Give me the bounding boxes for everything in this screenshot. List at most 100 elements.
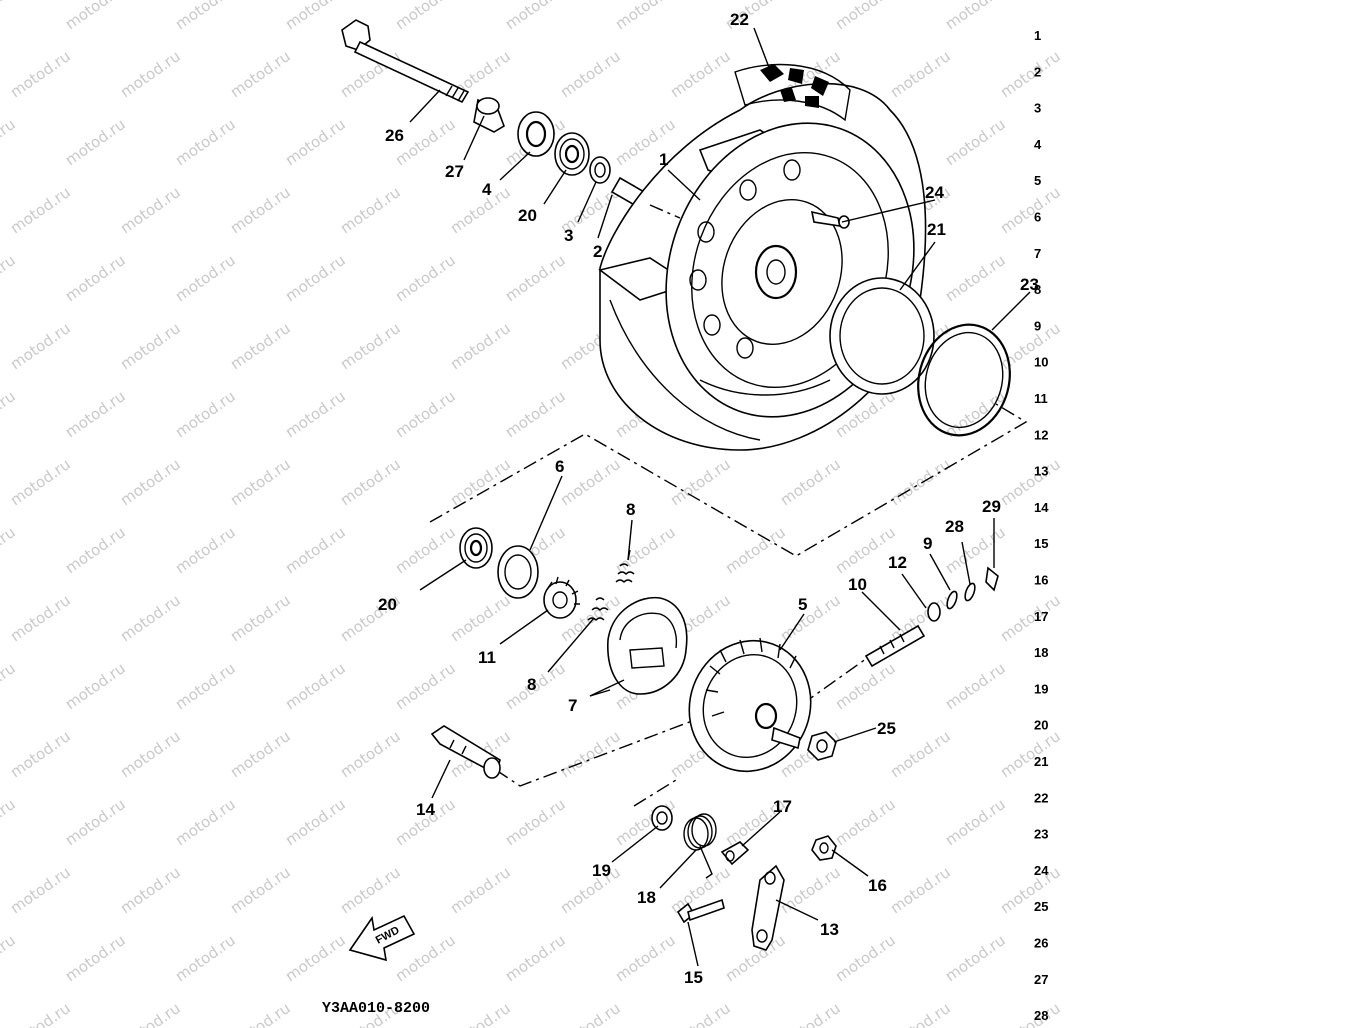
circlip-9: [946, 590, 958, 610]
fwd-arrow: FWD: [348, 914, 416, 962]
label-4: 4: [482, 180, 492, 199]
watermark-text: motod.ru: [557, 863, 624, 917]
watermark-text: motod.ru: [447, 319, 514, 373]
label-11: 11: [478, 648, 496, 667]
watermark-text: motod.ru: [997, 999, 1064, 1028]
watermark-text: motod.ru: [227, 591, 294, 645]
oil-seal-4: [517, 111, 555, 157]
watermark-text: motod.ru: [502, 251, 569, 305]
watermark-text: motod.ru: [117, 183, 184, 237]
washer-12: [927, 602, 941, 622]
row-number: 27: [1034, 972, 1048, 987]
row-number: 24: [1034, 863, 1049, 878]
label-28: 28: [945, 517, 964, 536]
watermark-text: motod.ru: [282, 251, 349, 305]
watermark-text: motod.ru: [997, 183, 1064, 237]
watermark-text: motod.ru: [227, 319, 294, 373]
pin-29: [985, 566, 999, 592]
watermark-text: motod.ru: [612, 523, 679, 577]
watermark-text: motod.ru: [392, 251, 459, 305]
watermark-text: motod.ru: [557, 999, 624, 1028]
label-13: 13: [820, 920, 839, 939]
label-17: 17: [773, 797, 792, 816]
watermark-text: motod.ru: [942, 115, 1009, 169]
row-number: 3: [1034, 101, 1041, 116]
watermark-text: motod.ru: [337, 183, 404, 237]
watermark-text: motod.ru: [832, 795, 899, 849]
label-18: 18: [637, 888, 656, 907]
watermark-text: motod.ru: [502, 795, 569, 849]
label-26: 26: [385, 126, 404, 145]
row-number: 7: [1034, 246, 1041, 261]
watermark-text: motod.ru: [612, 931, 679, 985]
watermark-text: motod.ru: [887, 455, 954, 509]
explode-line-rim-hub: [429, 403, 1028, 557]
watermark-text: motod.ru: [722, 523, 789, 577]
watermark-text: motod.ru: [62, 115, 129, 169]
watermark-text: motod.ru: [557, 47, 624, 101]
watermark-text: motod.ru: [117, 455, 184, 509]
row-number: 20: [1034, 718, 1048, 733]
brake-shoe-7: [607, 596, 688, 695]
watermark-text: motod.ru: [7, 863, 74, 917]
row-number: 26: [1034, 936, 1048, 951]
label-22: 22: [730, 10, 749, 29]
watermark-text: motod.ru: [62, 523, 129, 577]
watermark-text: motod.ru: [0, 387, 19, 441]
row-number: 19: [1034, 681, 1048, 696]
nut-16: [811, 835, 837, 861]
row-number: 15: [1034, 536, 1048, 551]
row-number: 5: [1034, 173, 1041, 188]
row-number: 2: [1034, 64, 1041, 79]
watermark-text: motod.ru: [942, 251, 1009, 305]
watermark-text: motod.ru: [62, 251, 129, 305]
spring-8-lower: [587, 597, 609, 621]
watermark-text: motod.ru: [0, 795, 19, 849]
label-25: 25: [877, 719, 896, 738]
watermark-text: motod.ru: [392, 387, 459, 441]
row-number: 4: [1034, 137, 1042, 152]
watermark-text: motod.ru: [7, 591, 74, 645]
part-number-labels: 26 27 4 20 3 2 1 22 24 21 23 6 8 20 11 8…: [378, 10, 1039, 987]
watermark-text: motod.ru: [502, 0, 569, 33]
watermark-text: motod.ru: [337, 455, 404, 509]
watermark-text: motod.ru: [337, 727, 404, 781]
watermark-text: motod.ru: [282, 387, 349, 441]
bolt-15: [676, 898, 725, 924]
label-23: 23: [1020, 275, 1039, 294]
watermark-text: motod.ru: [62, 0, 129, 33]
label-19: 19: [592, 861, 611, 880]
watermark-text: motod.ru: [997, 319, 1064, 373]
watermark-text: motod.ru: [282, 115, 349, 169]
watermark-text: motod.ru: [942, 0, 1009, 33]
watermark-text: motod.ru: [172, 387, 239, 441]
row-number: 9: [1034, 318, 1041, 333]
watermark-text: motod.ru: [7, 183, 74, 237]
brake-arm-13: [751, 864, 785, 951]
watermark-text: motod.ru: [832, 659, 899, 713]
watermark-text: motod.ru: [0, 115, 19, 169]
row-number: 18: [1034, 645, 1048, 660]
watermark-text: motod.ru: [887, 999, 954, 1028]
watermark-text: motod.ru: [172, 659, 239, 713]
row-number: 28: [1034, 1008, 1048, 1023]
label-20-lower: 20: [378, 595, 397, 614]
watermark-text: motod.ru: [997, 863, 1064, 917]
explode-line-plate-axle: [779, 655, 871, 721]
watermark-text: motod.ru: [62, 387, 129, 441]
watermark-text: motod.ru: [667, 47, 734, 101]
row-number: 23: [1034, 827, 1048, 842]
diagram-code: Y3AA010-8200: [322, 1000, 430, 1017]
flap-21: [829, 277, 935, 395]
label-1: 1: [659, 150, 668, 169]
watermark-text: motod.ru: [117, 863, 184, 917]
watermark-text: motod.ru: [667, 999, 734, 1028]
watermark-text: motod.ru: [337, 319, 404, 373]
label-8-lower: 8: [527, 675, 536, 694]
row-number: 8: [1034, 282, 1041, 297]
label-24: 24: [925, 183, 944, 202]
washer-28: [964, 582, 976, 602]
watermark-text: motod.ru: [502, 931, 569, 985]
label-7: 7: [568, 696, 577, 715]
bearing-20-top: [554, 132, 590, 176]
